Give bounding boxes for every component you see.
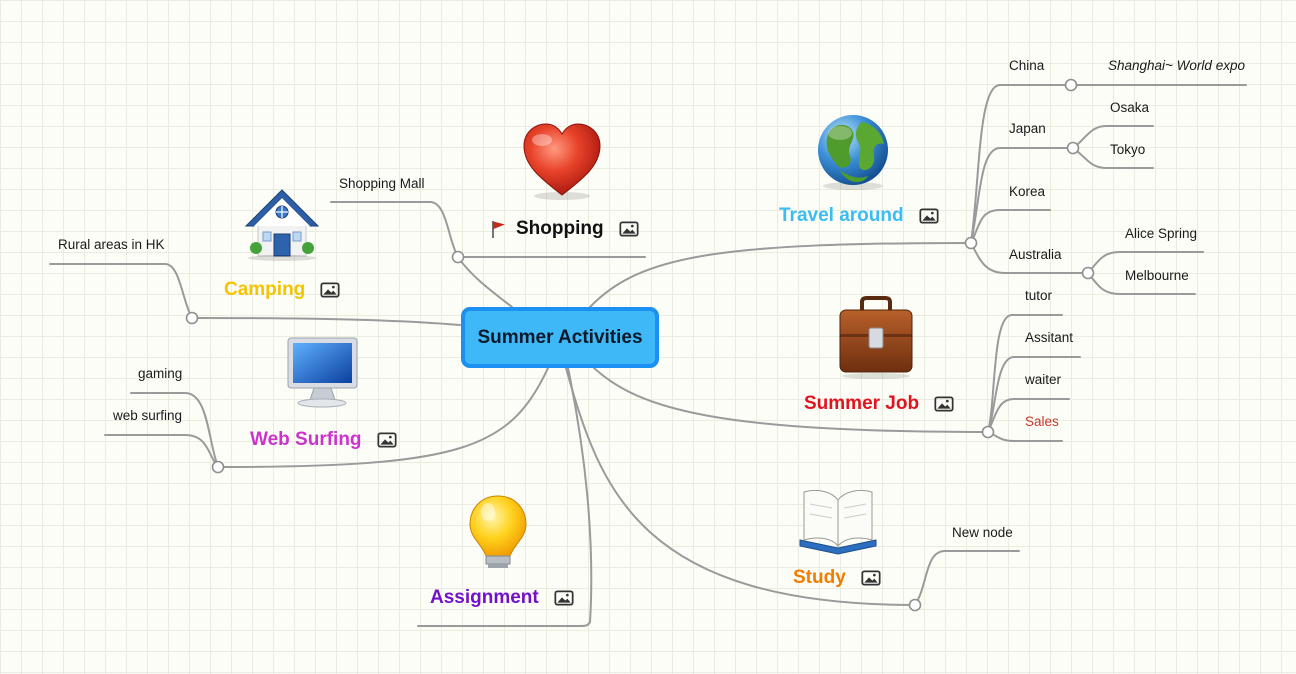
leaf-osaka[interactable]: Osaka: [1110, 100, 1150, 115]
leaf-melbourne[interactable]: Melbourne: [1125, 268, 1189, 283]
topic-web-surfing[interactable]: Web Surfing: [250, 429, 398, 451]
house-icon: [244, 189, 320, 261]
image-icon[interactable]: [553, 590, 575, 606]
topic-assignment[interactable]: Assignment: [430, 587, 575, 609]
book-icon: [799, 489, 877, 555]
image-icon[interactable]: [618, 221, 640, 237]
leaf-web-surfing[interactable]: web surfing: [113, 408, 183, 423]
topic-study-label: Study: [793, 567, 846, 588]
leaf-tokyo[interactable]: Tokyo: [1110, 142, 1146, 157]
image-icon[interactable]: [933, 396, 955, 412]
leaf-japan[interactable]: Japan: [1009, 121, 1046, 136]
flag-icon: [492, 221, 505, 238]
topic-summer-job-label: Summer Job: [804, 393, 920, 414]
topic-travel-around[interactable]: Travel around: [779, 205, 940, 227]
leaf-australia[interactable]: Australia: [1009, 247, 1062, 262]
leaf-shopping-mall[interactable]: Shopping Mall: [339, 176, 425, 191]
topic-assignment-label: Assignment: [430, 587, 539, 608]
leaf-shanghai[interactable]: Shanghai~ World expo: [1108, 58, 1245, 73]
leaf-new-node[interactable]: New node: [952, 525, 1013, 540]
leaf-waiter[interactable]: waiter: [1025, 372, 1062, 387]
topic-shopping-label: Shopping: [516, 218, 604, 239]
leaf-korea[interactable]: Korea: [1009, 184, 1046, 199]
leaf-rural-areas[interactable]: Rural areas in HK: [58, 237, 165, 252]
leaf-china[interactable]: China: [1009, 58, 1045, 73]
connector-lines: [49, 78, 1247, 627]
briefcase-icon: [839, 296, 913, 379]
image-icon[interactable]: [376, 432, 398, 448]
topic-web-surfing-label: Web Surfing: [250, 429, 362, 450]
monitor-icon: [287, 337, 358, 408]
leaf-assitant[interactable]: Assitant: [1025, 330, 1074, 345]
heart-icon: [523, 123, 601, 200]
leaf-alice-spring[interactable]: Alice Spring: [1125, 226, 1198, 241]
leaf-tutor[interactable]: tutor: [1025, 288, 1053, 303]
image-icon[interactable]: [319, 282, 341, 298]
topic-summer-job[interactable]: Summer Job: [804, 393, 955, 415]
leaf-gaming[interactable]: gaming: [138, 366, 183, 381]
topic-shopping[interactable]: Shopping: [490, 218, 640, 240]
central-topic[interactable]: Summer Activities: [461, 307, 659, 368]
leaf-sales[interactable]: Sales: [1025, 414, 1059, 429]
central-topic-label: Summer Activities: [477, 326, 643, 348]
globe-icon: [818, 115, 888, 190]
topic-travel-label: Travel around: [779, 205, 904, 226]
topic-study[interactable]: Study: [793, 567, 882, 589]
image-icon[interactable]: [918, 208, 940, 224]
topic-camping[interactable]: Camping: [224, 279, 341, 301]
image-icon[interactable]: [860, 570, 882, 586]
topic-camping-label: Camping: [224, 279, 306, 300]
lightbulb-icon: [469, 495, 527, 568]
